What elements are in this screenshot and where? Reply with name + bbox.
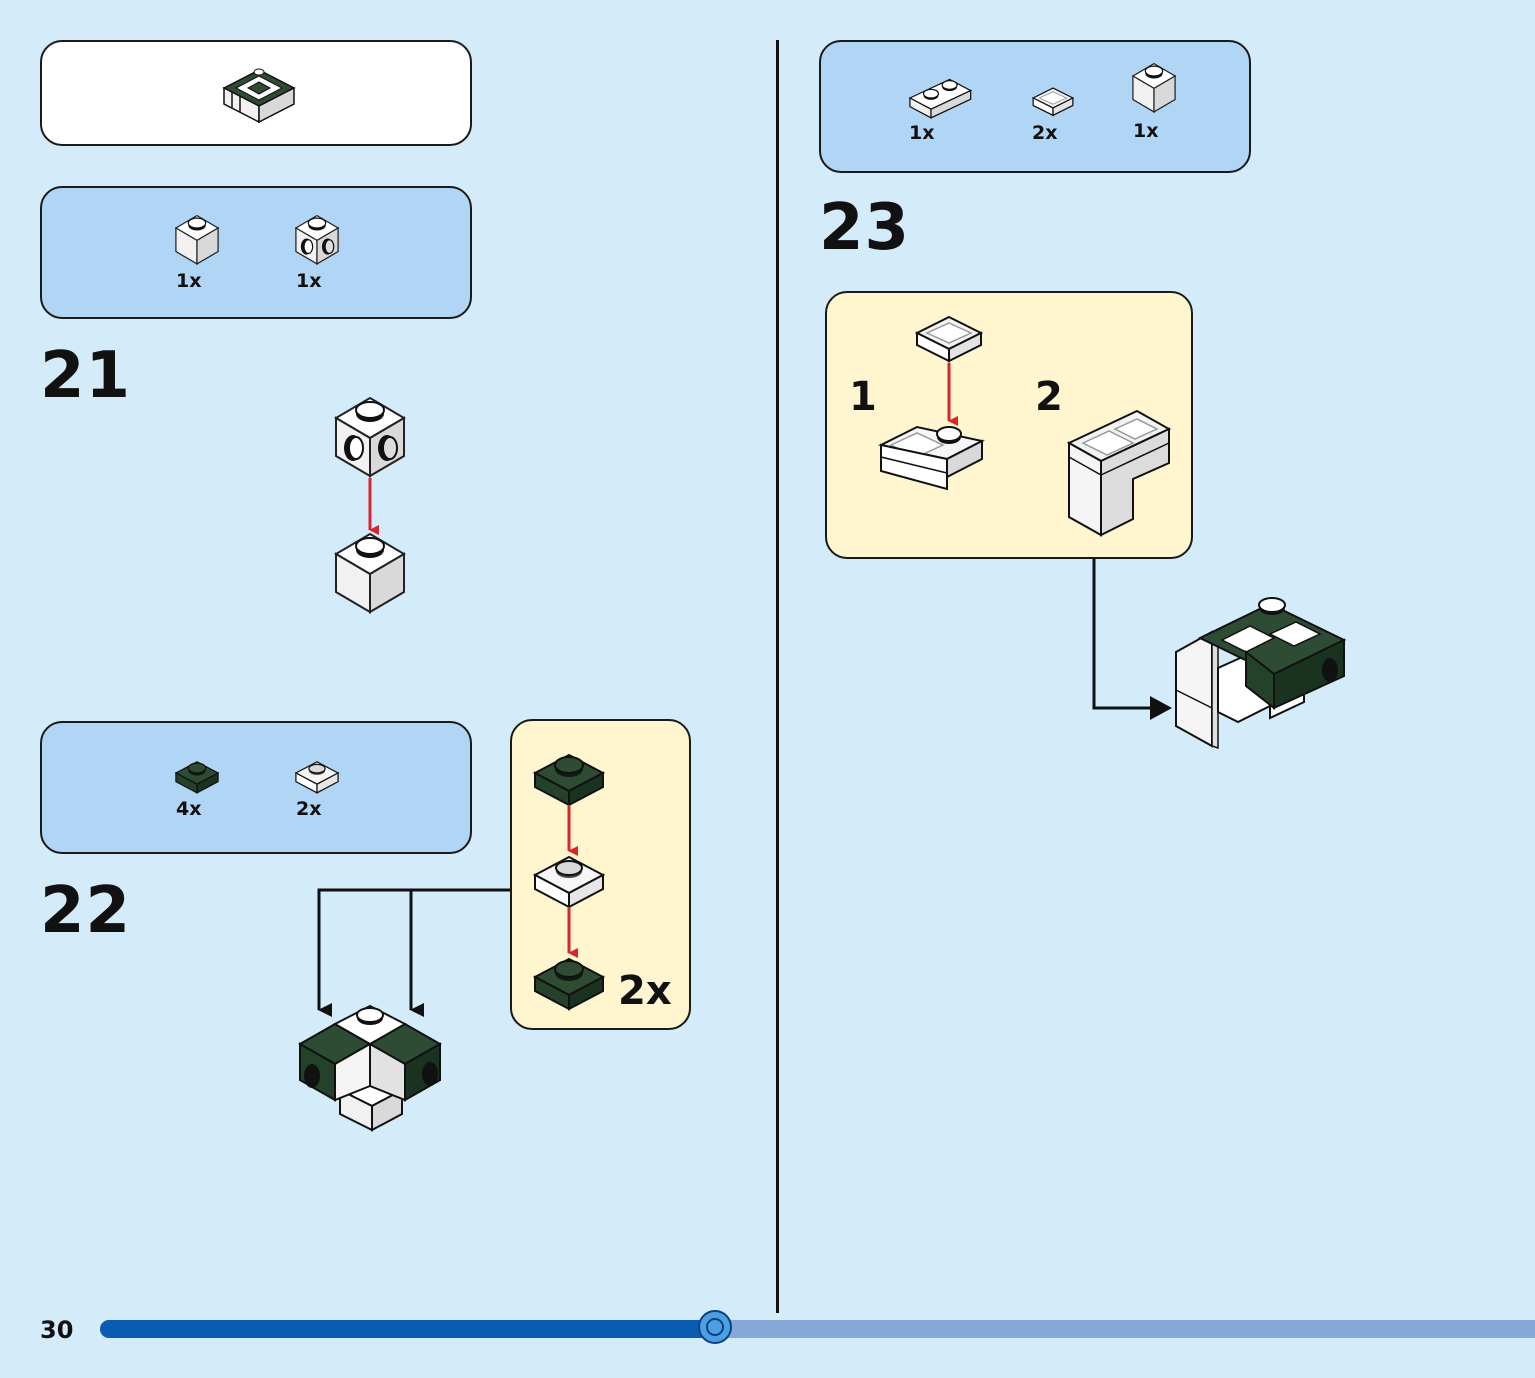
step-number-22: 22 [40, 874, 132, 948]
step-23-assembled-model [1175, 597, 1347, 750]
step-21-assembly-diagram [335, 397, 405, 613]
page-divider [776, 40, 779, 1313]
part-quantity: 1x [296, 270, 322, 292]
part-quantity: 2x [1032, 122, 1058, 144]
page-number: 30 [40, 1316, 74, 1344]
part-quantity: 4x [176, 798, 202, 820]
substep-number-2: 2 [1035, 374, 1063, 420]
step-number-21: 21 [40, 339, 132, 413]
step-23-parts-list: 1x 2x 1x [819, 40, 1251, 173]
part-quantity: 1x [909, 122, 935, 144]
step-22-subassembly-panel: 2x [510, 719, 691, 1030]
step-21-parts-list: 1x 1x [40, 186, 472, 319]
subassembly-diagram [534, 754, 604, 1010]
part-quantity: 2x [296, 798, 322, 820]
progress-bar-fill [100, 1320, 718, 1338]
part-quantity: 1x [1133, 120, 1159, 142]
progress-marker-icon [698, 1310, 733, 1344]
part-quantity: 1x [176, 270, 202, 292]
step-23-subassembly-panel: 1 2 [825, 291, 1193, 559]
step-number-23: 23 [819, 191, 911, 265]
step-22-assembled-model [297, 1004, 443, 1132]
submodel-preview-panel [40, 40, 472, 146]
substep-diagrams [877, 316, 1172, 537]
subassembly-multiplier: 2x [618, 968, 672, 1014]
progress-bar [100, 1310, 1535, 1344]
completed-submodel-icon [222, 68, 296, 124]
step-22-parts-list: 4x 2x [40, 721, 472, 854]
substep-number-1: 1 [849, 374, 877, 420]
